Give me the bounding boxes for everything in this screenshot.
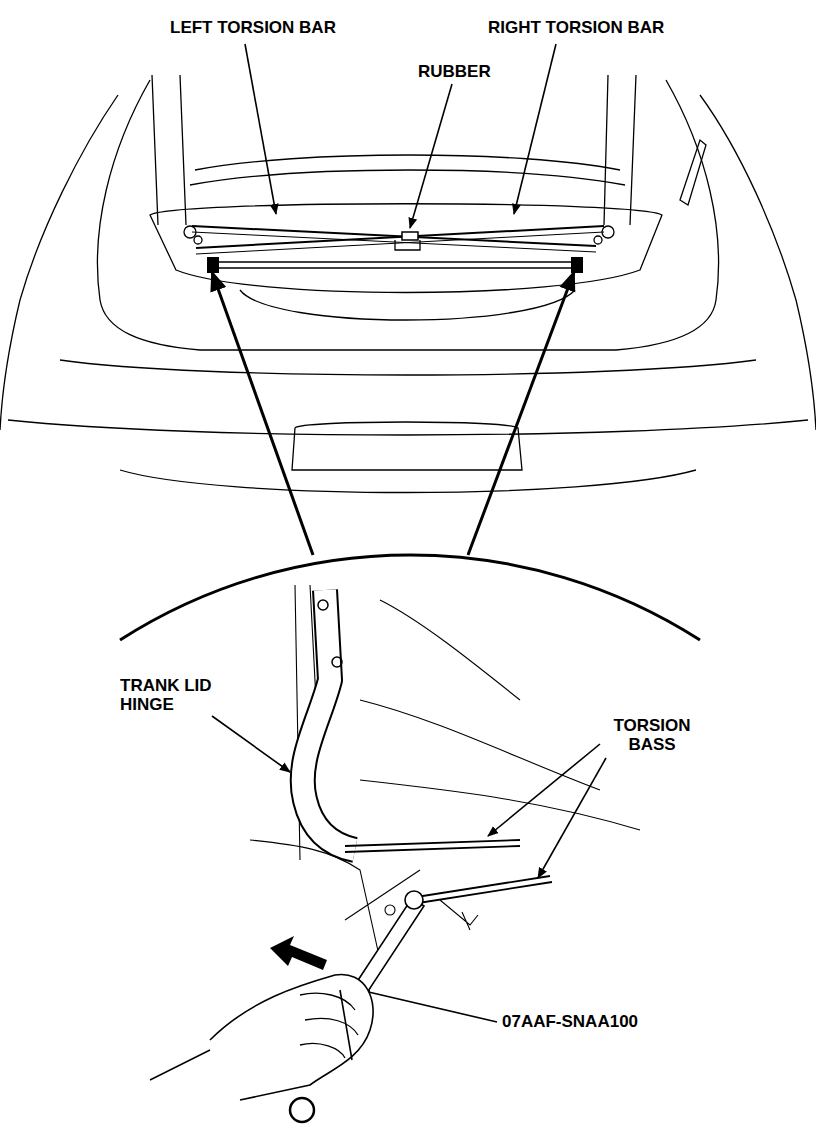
detail-circle (120, 555, 700, 640)
drawing-stroke (195, 155, 620, 170)
drawing-stroke (240, 290, 575, 320)
drawing-stroke (402, 232, 418, 240)
drawing-stroke (332, 657, 342, 667)
drawing-stroke (190, 170, 625, 185)
drawing-stroke (594, 236, 602, 244)
part-label: RIGHT TORSION BAR (486, 18, 666, 37)
drawing-stroke (0, 95, 118, 430)
trunk-lid-hinge (303, 590, 355, 850)
drawing-stroke (345, 840, 520, 852)
drawing-stroke (245, 44, 276, 214)
detail-torsion-bars (345, 840, 552, 904)
part-label: 07AAF-SNAA100 (500, 1012, 640, 1031)
drawing-stroke (488, 744, 600, 836)
part-label: TRANK LID HINGE (118, 676, 232, 714)
car-rear (0, 75, 816, 493)
drawing-stroke (120, 470, 696, 493)
drawing-stroke (303, 590, 355, 850)
leader-lines (212, 44, 606, 1022)
drawing-stroke (270, 936, 327, 970)
drawing-stroke (97, 80, 718, 350)
drawing-stroke (212, 716, 290, 772)
drawing-stroke (468, 272, 574, 555)
drawing-stroke (150, 1050, 210, 1080)
drawing-stroke (152, 75, 186, 225)
drawing-stroke (395, 240, 420, 250)
drawing-stroke (212, 272, 313, 555)
drawing-stroke (290, 1098, 314, 1122)
drawing-stroke (680, 140, 706, 205)
part-label: TORSION BASS (604, 716, 700, 754)
drawing-stroke (514, 44, 556, 214)
drawing-stroke (150, 204, 662, 293)
drawing-stroke (210, 974, 373, 1100)
drawing-stroke (360, 600, 600, 790)
drawing-stroke (700, 95, 816, 430)
drawing-stroke (194, 236, 202, 244)
drawing-stroke (385, 905, 395, 915)
drawing-stroke (405, 891, 423, 909)
drawing-stroke (318, 600, 328, 610)
part-label: RUBBER (416, 62, 493, 81)
drawing-stroke (60, 360, 756, 375)
drawing-stroke (196, 226, 604, 248)
special-tool (150, 891, 424, 1122)
torsion-bars (192, 226, 604, 272)
drawing-stroke (303, 590, 355, 850)
drawing-stroke (292, 422, 522, 470)
drawing-stroke (360, 780, 640, 830)
drawing-stroke (340, 990, 352, 1060)
detail-body (250, 585, 640, 960)
part-label: LEFT TORSION BAR (168, 18, 338, 37)
drawing-stroke (440, 900, 478, 930)
drawing-stroke (208, 258, 582, 272)
drawing-stroke (212, 262, 578, 268)
drawing-stroke (360, 990, 497, 1022)
drawing-stroke (192, 232, 596, 252)
drawing-stroke (410, 84, 452, 228)
drawing-stroke (410, 876, 552, 904)
drawing-stroke (196, 232, 604, 254)
drawing-stroke (604, 75, 636, 225)
